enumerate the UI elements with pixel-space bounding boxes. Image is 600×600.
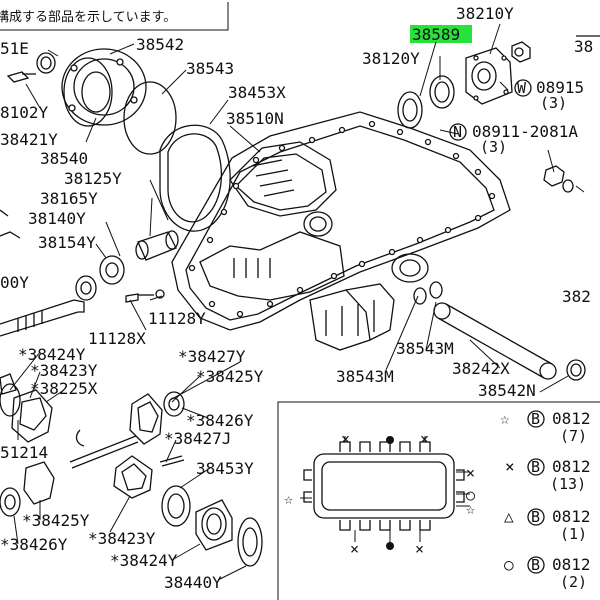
label-38242X: 38242X — [452, 359, 510, 378]
label-38140Y: 38140Y — [28, 209, 86, 228]
leader-lines — [9, 23, 585, 581]
circle-b: B — [531, 556, 540, 574]
label-38426Y-a: *38426Y — [186, 411, 254, 430]
label-38453X: 38453X — [228, 83, 286, 102]
legend: ☆ B 0812 (7) × B 0812 (13) △ B 0812 (1) … — [500, 409, 591, 591]
x-marker: × — [420, 430, 429, 448]
circle-b: B — [531, 508, 540, 526]
label-38543: 38543 — [186, 59, 234, 78]
label-38427J: *38427J — [164, 429, 231, 448]
label-38165Y: 38165Y — [40, 189, 98, 208]
label-38423Y-b: *38423Y — [88, 529, 156, 548]
label-382-right: 382 — [562, 287, 591, 306]
legend-x-qty: (13) — [550, 475, 586, 493]
side-flange-drawing — [397, 41, 531, 129]
label-38510N: 38510N — [226, 109, 284, 128]
circle-w: W — [517, 79, 527, 97]
label-38542N: 38542N — [478, 381, 536, 400]
legend-x-symbol: × — [505, 457, 515, 476]
bolt-pattern-inset: × × × × × ☆ ○ ☆ — [277, 401, 600, 600]
x-marker: × — [341, 430, 350, 448]
legend-circle-symbol: ○ — [504, 555, 514, 574]
legend-circle-qty: (2) — [560, 573, 587, 591]
label-38210Y: 38210Y — [456, 4, 514, 23]
label-51214: 51214 — [0, 443, 48, 462]
differential-carrier-drawing — [6, 48, 177, 155]
circle-b: B — [531, 410, 540, 428]
pinion-parts-drawing — [0, 209, 179, 337]
label-38154Y: 38154Y — [38, 233, 96, 252]
circle-n: N — [453, 123, 462, 141]
star-marker: ☆ — [466, 500, 475, 518]
differential-gears-drawing — [0, 373, 191, 527]
side-shaft-drawing — [413, 35, 600, 381]
label-38540: 38540 — [40, 149, 88, 168]
label-38427Y-a: *38427Y — [178, 347, 246, 366]
star-marker: ☆ — [284, 490, 293, 508]
label-51E: 51E — [0, 39, 29, 58]
label-08911: 08911-2081A — [472, 122, 578, 141]
legend-star-part: 0812 — [552, 409, 591, 428]
label-38453Y: 38453Y — [196, 459, 254, 478]
x-marker: × — [415, 540, 424, 558]
label-38125Y: 38125Y — [64, 169, 122, 188]
label-qty-3a: (3) — [540, 94, 567, 112]
legend-x-part: 0812 — [552, 457, 591, 476]
circle-marker: ○ — [466, 486, 475, 504]
circle-b: B — [531, 458, 540, 476]
label-8102Y: 8102Y — [0, 103, 49, 122]
header-note: 構成する部品を示しています。 — [0, 10, 176, 25]
highlight-38589 — [410, 25, 472, 43]
x-marker: × — [350, 540, 359, 558]
x-marker: × — [466, 464, 475, 482]
label-38425Y-b: *38425Y — [22, 511, 90, 530]
label-38424Y-a: *38424Y — [18, 345, 86, 364]
label-38424Y-b: *38424Y — [110, 551, 178, 570]
label-qty-3b: (3) — [480, 138, 507, 156]
label-11128X: 11128X — [88, 329, 146, 348]
part-labels: 51E 38542 38210Y 38589 38 38543 38120Y W… — [0, 4, 593, 592]
label-38426Y-b: *38426Y — [0, 535, 68, 554]
legend-triangle-symbol: △ — [504, 507, 514, 526]
label-38423Y-a: *38423Y — [30, 361, 98, 380]
rear-cover-drawing — [171, 111, 511, 351]
label-38543M-a: 38543M — [396, 339, 454, 358]
label-08915: 08915 — [536, 78, 584, 97]
legend-circle-part: 0812 — [552, 555, 591, 574]
label-38543M-b: 38543M — [336, 367, 394, 386]
legend-star-symbol: ☆ — [500, 409, 510, 428]
header-note-box: 構成する部品を示しています。 — [0, 2, 229, 31]
label-38425Y-a: *38425Y — [196, 367, 264, 386]
label-38-right-top: 38 — [574, 37, 593, 56]
label-38542: 38542 — [136, 35, 184, 54]
label-38421Y: 38421Y — [0, 130, 58, 149]
legend-triangle-part: 0812 — [552, 507, 591, 526]
label-11128Y: 11128Y — [148, 309, 206, 328]
side-bearing-drawing — [195, 499, 263, 567]
label-38120Y: 38120Y — [362, 49, 420, 68]
legend-star-qty: (7) — [560, 427, 587, 445]
legend-triangle-qty: (1) — [560, 525, 587, 543]
label-38225X: *38225X — [30, 379, 98, 398]
label-38440Y: 38440Y — [164, 573, 222, 592]
label-38589: 38589 — [412, 25, 460, 44]
label-00Y: 00Y — [0, 273, 29, 292]
